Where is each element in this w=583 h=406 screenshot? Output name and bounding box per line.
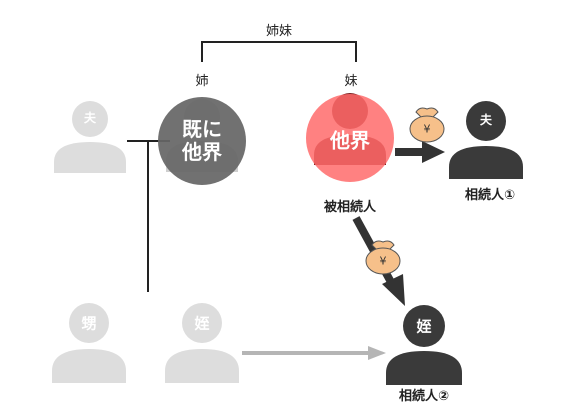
niece-right-label: 姪 bbox=[416, 317, 432, 336]
heir2-person-icon bbox=[386, 305, 462, 385]
husband-left-label: 夫 bbox=[83, 111, 97, 126]
husband-right-label: 夫 bbox=[479, 113, 493, 128]
niece-left-person-icon bbox=[165, 303, 239, 383]
sibling-bracket-line bbox=[201, 41, 357, 62]
husband-left-person-icon bbox=[54, 101, 126, 173]
deceased-elder-overlay bbox=[158, 97, 246, 185]
heir1-person-icon bbox=[449, 101, 523, 179]
deceased-younger-label: 他界 bbox=[330, 128, 370, 153]
decedent-label: 被相続人 bbox=[323, 200, 377, 215]
money-symbol-1: ¥ bbox=[423, 122, 431, 136]
gray-arrow-icon bbox=[368, 346, 386, 360]
money-bag-icon-1 bbox=[409, 107, 445, 143]
heir1-label: 相続人① bbox=[464, 188, 516, 203]
niece-left-label: 姪 bbox=[194, 314, 210, 333]
decedent-red-overlay bbox=[306, 94, 394, 182]
arrow-icon-2 bbox=[382, 274, 405, 306]
siblings-label: 姉妹 bbox=[265, 24, 293, 39]
money-bag-icon-2 bbox=[365, 240, 401, 275]
deceased-elder-label: 既に 他界 bbox=[182, 117, 222, 164]
younger-sister-label: 妹 bbox=[344, 74, 358, 89]
nephew-label: 甥 bbox=[81, 314, 97, 333]
nephew-person-icon bbox=[52, 303, 126, 383]
heir2-label: 相続人② bbox=[398, 389, 450, 404]
money-symbol-2: ¥ bbox=[379, 254, 387, 268]
elder-sister-label: 姉 bbox=[195, 74, 209, 89]
arrow-icon bbox=[422, 141, 445, 163]
